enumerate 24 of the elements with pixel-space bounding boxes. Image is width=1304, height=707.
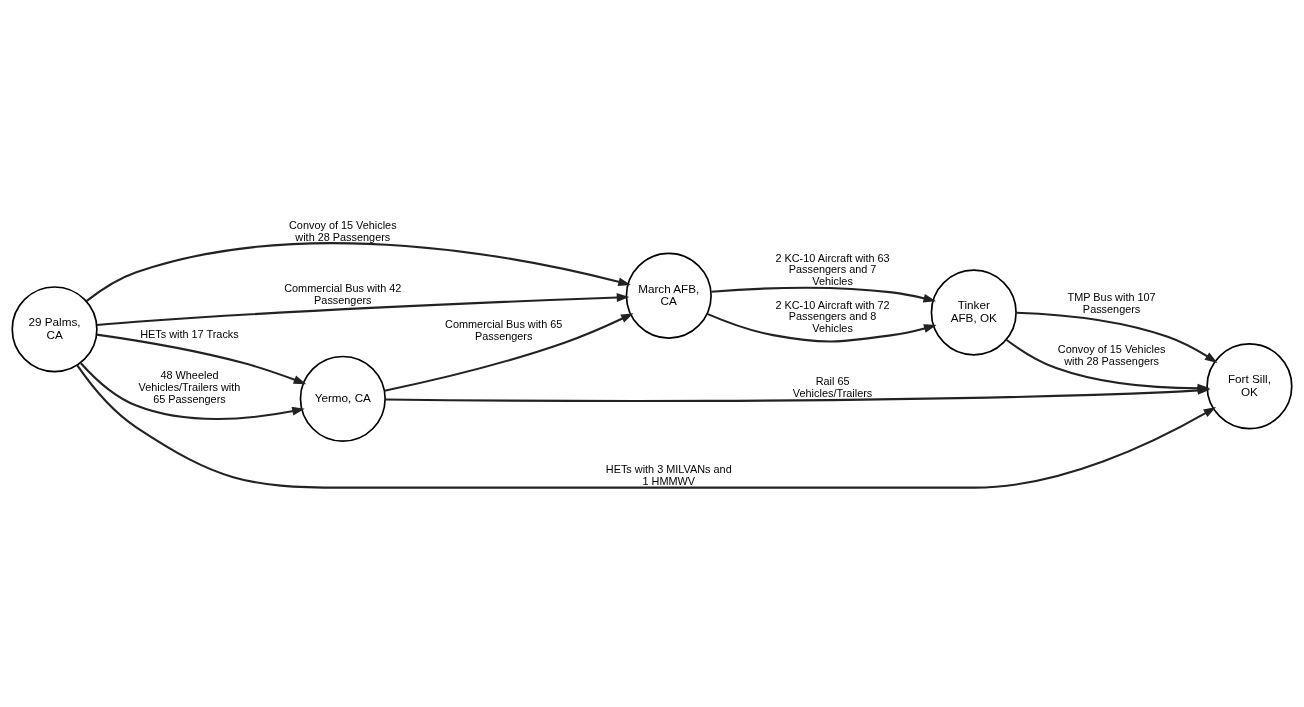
- edge-label: Commercial Bus with 42 Passengers: [284, 281, 402, 306]
- edge-label: HETs with 17 Tracks: [140, 327, 239, 340]
- arrow: [76, 364, 1217, 489]
- node-circle: Tinker AFB, OK: [930, 268, 1017, 356]
- node-circle: 29 Palms, CA: [11, 285, 98, 372]
- arrow: [384, 312, 634, 392]
- arrow: [96, 292, 630, 326]
- edge-label: Convoy of 15 Vehicles with 28 Passengers: [289, 218, 397, 243]
- edge-label: Rail 65 Vehicles/Trailers: [792, 374, 873, 399]
- edge-label: Commercial Bus with 65 Passengers: [445, 317, 563, 342]
- arrow: [96, 333, 307, 384]
- edge-label: 2 KC-10 Aircraft with 63 Passengers and 7 Vehicles: [775, 251, 890, 287]
- arrow: [711, 286, 937, 303]
- edge-label: 48 Wheeled Vehicles/Trailers with 65 Passengers: [138, 368, 241, 405]
- arrow: [706, 312, 937, 342]
- node-circle: Yermo, CA: [299, 355, 386, 442]
- arrow: [85, 241, 631, 302]
- edge-label: HETs with 3 MILVANs and 1 HMMWV: [605, 462, 732, 487]
- arrow: [1016, 311, 1218, 363]
- arrow: [79, 361, 305, 420]
- edge-label: TMP Bus with 107 Passengers: [1067, 290, 1156, 315]
- edge-label: Convoy of 15 Vehicles with 28 Passengers: [1057, 342, 1166, 367]
- node-circle: March AFB, CA: [625, 252, 712, 339]
- edge-label: 2 KC-10 Aircraft with 72 Passengers and 8 Vehicles: [775, 298, 890, 334]
